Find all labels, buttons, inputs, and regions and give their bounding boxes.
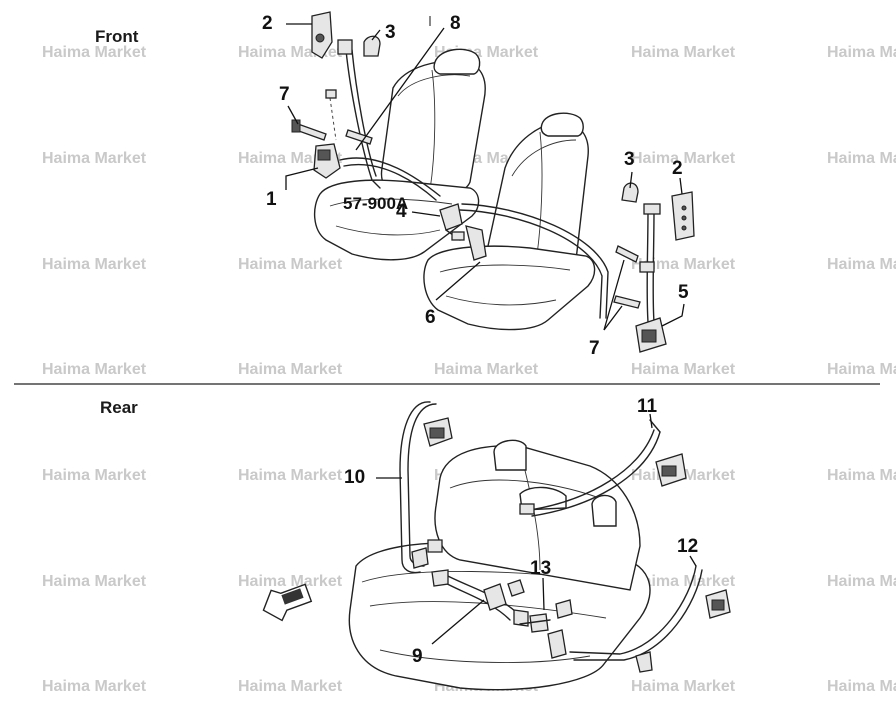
rear-belt-left bbox=[399, 401, 453, 574]
right-bolt-cap bbox=[621, 182, 639, 203]
watermark-text: Haima Market bbox=[238, 361, 343, 378]
callout-front-6: 6 bbox=[425, 307, 436, 328]
front-section-label: Front bbox=[95, 27, 139, 46]
right-buckle bbox=[465, 225, 487, 261]
callout-front-5: 5 bbox=[678, 282, 689, 303]
watermark-text: Haima Market bbox=[238, 573, 343, 590]
left-anchor-parts bbox=[291, 11, 487, 261]
left-belt-webbing bbox=[339, 49, 441, 201]
callout-front-4: 4 bbox=[396, 201, 407, 222]
callout-rear-9: 9 bbox=[412, 646, 423, 667]
left-bolt-cap bbox=[363, 35, 381, 57]
watermark-text: Haima Market bbox=[827, 678, 896, 695]
watermark-text: Haima Market bbox=[631, 573, 736, 590]
right-anchor-parts bbox=[613, 182, 695, 353]
left-upper-anchor bbox=[337, 39, 353, 55]
watermark-text: Haima Market bbox=[827, 361, 896, 378]
watermark-text: Haima Market bbox=[42, 44, 147, 61]
watermark-text: Haima Market bbox=[827, 150, 896, 167]
watermark-text: Haima Market bbox=[238, 678, 343, 695]
rear-belt-center-top bbox=[519, 419, 687, 517]
watermark-text: Haima Market bbox=[631, 678, 736, 695]
rear-buckle-set bbox=[431, 569, 573, 633]
fwd-arrow-icon bbox=[262, 583, 313, 622]
callout-front-2-right: 2 bbox=[672, 158, 683, 179]
watermark-text: Haima Market bbox=[827, 573, 896, 590]
watermark-text: Haima Market bbox=[631, 44, 736, 61]
left-bolt-8 bbox=[345, 129, 373, 145]
watermark-text: Haima Market bbox=[631, 361, 736, 378]
watermark-text: Haima Market bbox=[42, 150, 147, 167]
watermark-text: Haima Market bbox=[42, 361, 147, 378]
rear-buckle-13 bbox=[529, 613, 549, 633]
rear-bench-seat bbox=[348, 439, 651, 691]
watermark-text: Haima Market bbox=[631, 150, 736, 167]
watermark-text: Haima Market bbox=[238, 256, 343, 273]
callout-front-1: 1 bbox=[266, 189, 277, 210]
watermark-text: Haima Market bbox=[631, 256, 736, 273]
watermark-text: Haima Market bbox=[434, 361, 539, 378]
callout-front-3-left: 3 bbox=[385, 22, 396, 43]
rear-belt-right bbox=[547, 565, 731, 673]
watermark-text: Haima Market bbox=[827, 44, 896, 61]
callout-rear-12: 12 bbox=[677, 536, 698, 557]
watermark-text: Haima Market bbox=[42, 678, 147, 695]
watermark-text: Haima Market bbox=[827, 256, 896, 273]
part-code-label: 57-900A bbox=[343, 194, 408, 213]
callout-rear-10: 10 bbox=[344, 467, 365, 488]
left-front-seat bbox=[313, 48, 486, 261]
watermark-text: Haima Market bbox=[827, 467, 896, 484]
rear-section-label: Rear bbox=[100, 398, 138, 417]
rear-buckle-9 bbox=[483, 583, 507, 611]
watermark-text: Haima Market bbox=[42, 256, 147, 273]
callout-rear-11: 11 bbox=[637, 396, 658, 417]
watermark-text: Haima Market bbox=[42, 467, 147, 484]
watermark-text: Haima Market bbox=[42, 573, 147, 590]
callout-front-2-left: 2 bbox=[262, 13, 273, 34]
callout-rear-13: 13 bbox=[530, 558, 551, 579]
watermark-text: Haima Market bbox=[238, 467, 343, 484]
left-buckle bbox=[439, 203, 463, 231]
callout-front-7-left: 7 bbox=[279, 84, 290, 105]
rear-assembly: 10 11 12 13 9 bbox=[262, 396, 731, 691]
front-leaders bbox=[285, 16, 685, 331]
callout-front-3-right: 3 bbox=[624, 149, 635, 170]
callout-front-8: 8 bbox=[450, 13, 461, 34]
front-assembly: 2 3 8 7 1 57-900A 4 6 3 2 5 7 bbox=[262, 11, 695, 359]
rear-leaders bbox=[376, 413, 697, 645]
callout-front-7-right: 7 bbox=[589, 338, 600, 359]
